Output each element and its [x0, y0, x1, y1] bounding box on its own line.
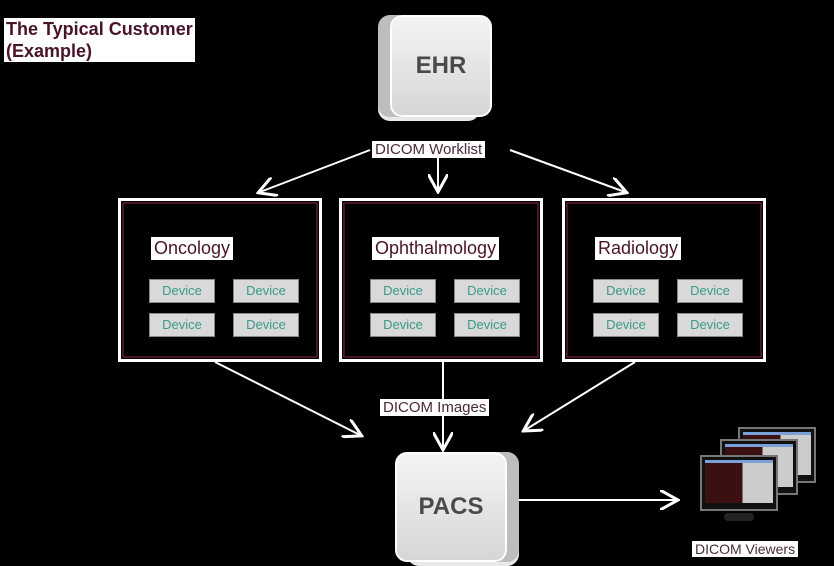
device-box: Device	[233, 313, 299, 337]
department-name: Oncology	[151, 237, 234, 260]
department-name: Ophthalmology	[372, 237, 500, 260]
device-box: Device	[454, 313, 520, 337]
monitor-icon	[700, 455, 778, 511]
department-radiology: Radiology Device Device Device Device	[562, 198, 766, 362]
pacs-label: PACS	[418, 493, 484, 520]
arrow-ehr-oncology	[260, 149, 371, 192]
title-line-1: The Typical Customer	[6, 19, 193, 39]
arrow-ehr-radiology	[509, 149, 625, 192]
dicom-viewers-label: DICOM Viewers	[692, 541, 799, 557]
device-box: Device	[593, 279, 659, 303]
pacs-server-icon: PACS	[395, 452, 507, 562]
dicom-images-label: DICOM Images	[380, 399, 490, 416]
diagram-title: The Typical Customer (Example)	[4, 18, 195, 62]
department-name: Radiology	[595, 237, 682, 260]
device-box: Device	[149, 279, 215, 303]
arrow-radiology-pacs	[525, 361, 636, 430]
device-box: Device	[593, 313, 659, 337]
device-box: Device	[370, 279, 436, 303]
device-box: Device	[454, 279, 520, 303]
monitors-icon	[698, 425, 832, 525]
title-line-2: (Example)	[6, 41, 93, 61]
dicom-worklist-label: DICOM Worklist	[372, 141, 486, 158]
device-box: Device	[370, 313, 436, 337]
department-oncology: Oncology Device Device Device Device	[118, 198, 322, 362]
arrow-oncology-pacs	[214, 361, 360, 435]
department-ophthalmology: Ophthalmology Device Device Device Devic…	[339, 198, 543, 362]
ehr-server-icon: EHR	[390, 15, 492, 117]
device-box: Device	[149, 313, 215, 337]
device-box: Device	[677, 279, 743, 303]
device-box: Device	[677, 313, 743, 337]
ehr-label: EHR	[415, 52, 467, 79]
device-box: Device	[233, 279, 299, 303]
